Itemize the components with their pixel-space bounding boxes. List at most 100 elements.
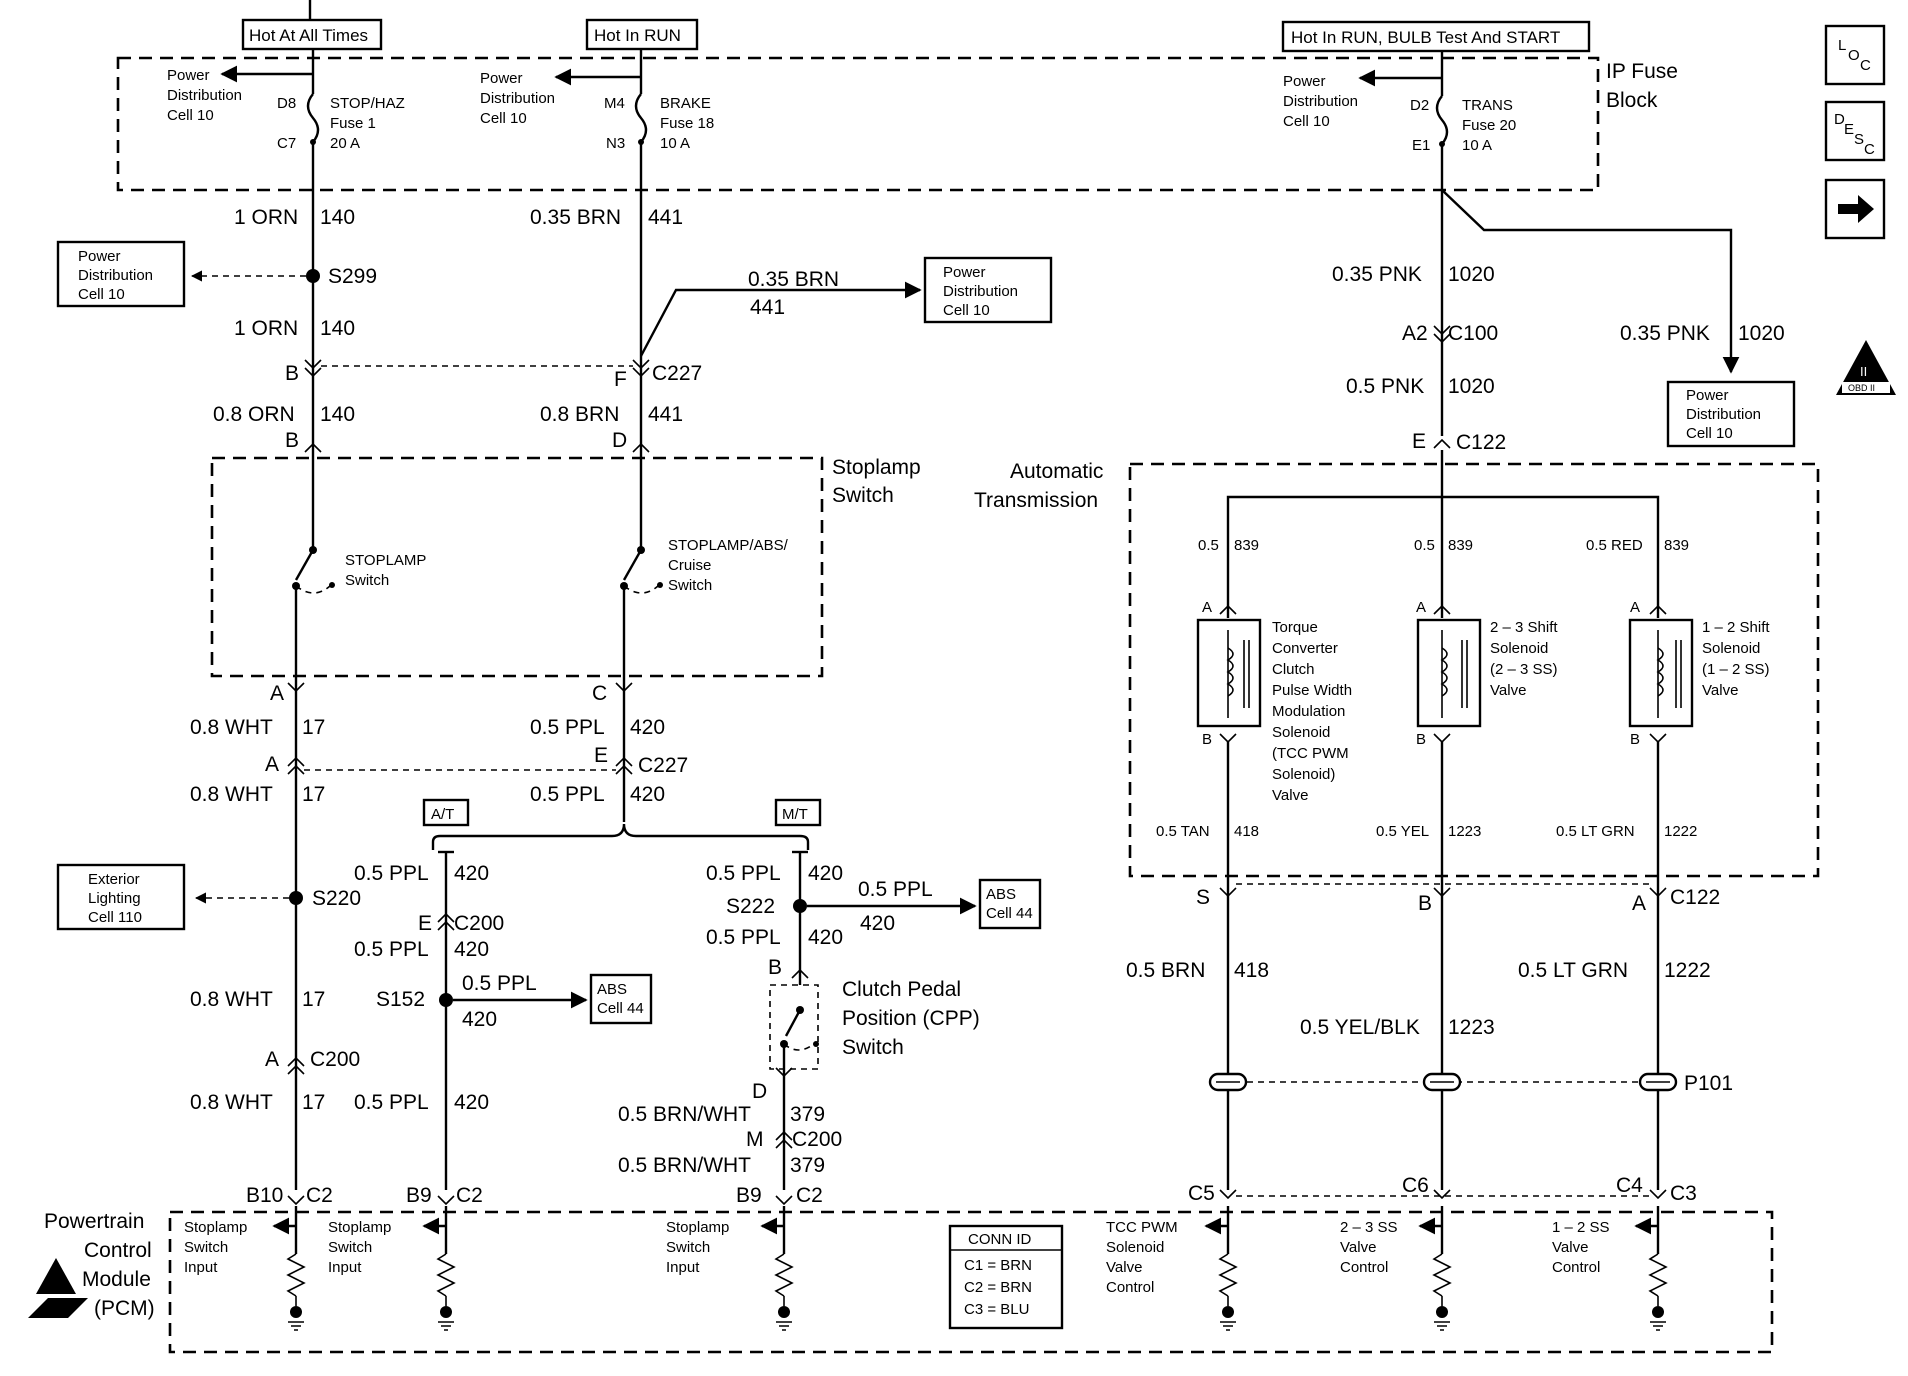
automatic-transmission-title: Automatic (1010, 460, 1103, 483)
svg-text:E: E (418, 912, 432, 935)
svg-text:D8: D8 (277, 95, 296, 112)
svg-text:Cell 110: Cell 110 (88, 909, 142, 926)
ref-power-distribution-right[interactable]: Power Distribution Cell 10 (1666, 380, 1796, 448)
svg-text:B: B (768, 956, 782, 979)
ref-power-distribution-mid[interactable]: Power Distribution Cell 10 (923, 256, 1053, 324)
svg-text:Torque: Torque (1272, 619, 1318, 636)
svg-text:S: S (1854, 131, 1864, 148)
svg-text:B: B (1416, 731, 1426, 748)
svg-text:Distribution: Distribution (943, 283, 1018, 300)
svg-text:Switch: Switch (832, 484, 894, 507)
svg-text:0.5 PPL: 0.5 PPL (530, 716, 605, 739)
pcm-output-tcc: TCC PWM Solenoid Valve Control (1106, 1206, 1238, 1331)
svg-text:Distribution: Distribution (1686, 406, 1761, 423)
svg-text:0.8 ORN: 0.8 ORN (213, 403, 295, 426)
svg-text:C2: C2 (306, 1184, 333, 1207)
svg-text:2 – 3 Shift: 2 – 3 Shift (1490, 619, 1558, 636)
svg-text:C100: C100 (1448, 322, 1498, 345)
ref-abs-2[interactable]: ABS Cell 44 (978, 878, 1042, 930)
tag-hot-in-run: Hot In RUN (585, 18, 699, 51)
svg-text:Fuse 18: Fuse 18 (660, 115, 714, 132)
loc-button[interactable]: L O C (1824, 24, 1886, 86)
svg-text:420: 420 (808, 926, 843, 949)
ref-power-distribution-left[interactable]: Power Distribution Cell 10 (56, 240, 186, 308)
svg-text:Switch: Switch (328, 1239, 372, 1256)
svg-text:Cell 10: Cell 10 (480, 110, 527, 127)
svg-text:O: O (1848, 47, 1860, 64)
svg-text:20 A: 20 A (330, 135, 360, 152)
svg-text:Distribution: Distribution (480, 90, 555, 107)
svg-text:Exterior: Exterior (88, 871, 140, 888)
svg-text:17: 17 (302, 716, 325, 739)
svg-text:Solenoid: Solenoid (1490, 640, 1548, 657)
svg-text:C122: C122 (1456, 431, 1506, 454)
svg-text:C3 = BLU: C3 = BLU (964, 1301, 1029, 1318)
svg-text:Switch: Switch (184, 1239, 228, 1256)
svg-text:OBD II: OBD II (1848, 383, 1875, 393)
svg-text:0.5 PPL: 0.5 PPL (354, 938, 429, 961)
svg-text:Power: Power (78, 248, 121, 265)
tag-hot-at-all-times: Hot At All Times (241, 18, 383, 51)
svg-text:420: 420 (454, 938, 489, 961)
automatic-transmission (1128, 462, 1820, 878)
svg-text:379: 379 (790, 1154, 825, 1177)
tag-at: A/T (422, 798, 470, 827)
svg-text:Input: Input (184, 1259, 218, 1276)
svg-text:140: 140 (320, 206, 355, 229)
svg-text:M4: M4 (604, 95, 625, 112)
svg-text:379: 379 (790, 1103, 825, 1126)
svg-text:10 A: 10 A (660, 135, 690, 152)
svg-text:C: C (1860, 57, 1871, 74)
svg-text:1 ORN: 1 ORN (234, 317, 298, 340)
svg-text:Pulse Width: Pulse Width (1272, 682, 1352, 699)
splice-s299 (306, 269, 320, 283)
svg-text:Solenoid: Solenoid (1106, 1239, 1164, 1256)
ip-fuse-block (116, 56, 1600, 192)
svg-text:C1 = BRN: C1 = BRN (964, 1257, 1032, 1274)
svg-text:Stoplamp: Stoplamp (328, 1219, 391, 1236)
svg-text:1020: 1020 (1738, 322, 1785, 345)
svg-text:STOP/HAZ: STOP/HAZ (330, 95, 405, 112)
svg-text:C2: C2 (796, 1184, 823, 1207)
svg-text:C6: C6 (1402, 1174, 1429, 1197)
svg-text:0.8 WHT: 0.8 WHT (190, 783, 273, 806)
svg-text:Block: Block (1606, 89, 1658, 112)
svg-text:B: B (285, 362, 299, 385)
svg-text:0.5 PPL: 0.5 PPL (858, 878, 933, 901)
svg-text:Power: Power (1283, 73, 1326, 90)
svg-text:Distribution: Distribution (78, 267, 153, 284)
svg-text:D2: D2 (1410, 97, 1429, 114)
svg-text:II: II (1860, 364, 1867, 379)
svg-text:0.35 PNK: 0.35 PNK (1620, 322, 1710, 345)
svg-text:420: 420 (454, 1091, 489, 1114)
svg-text:Control: Control (1340, 1259, 1388, 1276)
svg-text:418: 418 (1234, 823, 1259, 840)
svg-text:0.5 YEL/BLK: 0.5 YEL/BLK (1300, 1016, 1420, 1039)
svg-text:E1: E1 (1412, 137, 1430, 154)
obd-ii-icon: II OBD II (1836, 340, 1896, 395)
svg-text:C4: C4 (1616, 1174, 1643, 1197)
svg-text:D: D (612, 429, 627, 452)
svg-text:Power: Power (1686, 387, 1729, 404)
svg-text:C5: C5 (1188, 1182, 1215, 1205)
svg-text:Hot In RUN: Hot In RUN (594, 26, 681, 45)
desc-button[interactable]: D E S C (1824, 100, 1886, 162)
svg-text:0.8 BRN: 0.8 BRN (540, 403, 619, 426)
arrow-right-icon (1838, 195, 1874, 223)
svg-text:0.5 RED: 0.5 RED (1586, 537, 1643, 554)
svg-text:Position (CPP): Position (CPP) (842, 1007, 980, 1030)
svg-text:Control: Control (1552, 1259, 1600, 1276)
svg-text:C200: C200 (310, 1048, 360, 1071)
ref-exterior-lighting[interactable]: Exterior Lighting Cell 110 (56, 863, 186, 931)
svg-text:Solenoid: Solenoid (1702, 640, 1760, 657)
svg-text:2 – 3 SS: 2 – 3 SS (1340, 1219, 1398, 1236)
svg-text:B: B (285, 429, 299, 452)
svg-text:Valve: Valve (1106, 1259, 1142, 1276)
next-page-button[interactable] (1824, 178, 1886, 240)
svg-text:Switch: Switch (668, 577, 712, 594)
svg-text:E: E (594, 744, 608, 767)
ref-abs-1[interactable]: ABS Cell 44 (589, 973, 653, 1025)
svg-text:(1 – 2 SS): (1 – 2 SS) (1702, 661, 1770, 678)
circuit-441-420: 0.35 BRN 441 0.35 BRN 441 F C227 0.8 BRN… (304, 190, 922, 850)
